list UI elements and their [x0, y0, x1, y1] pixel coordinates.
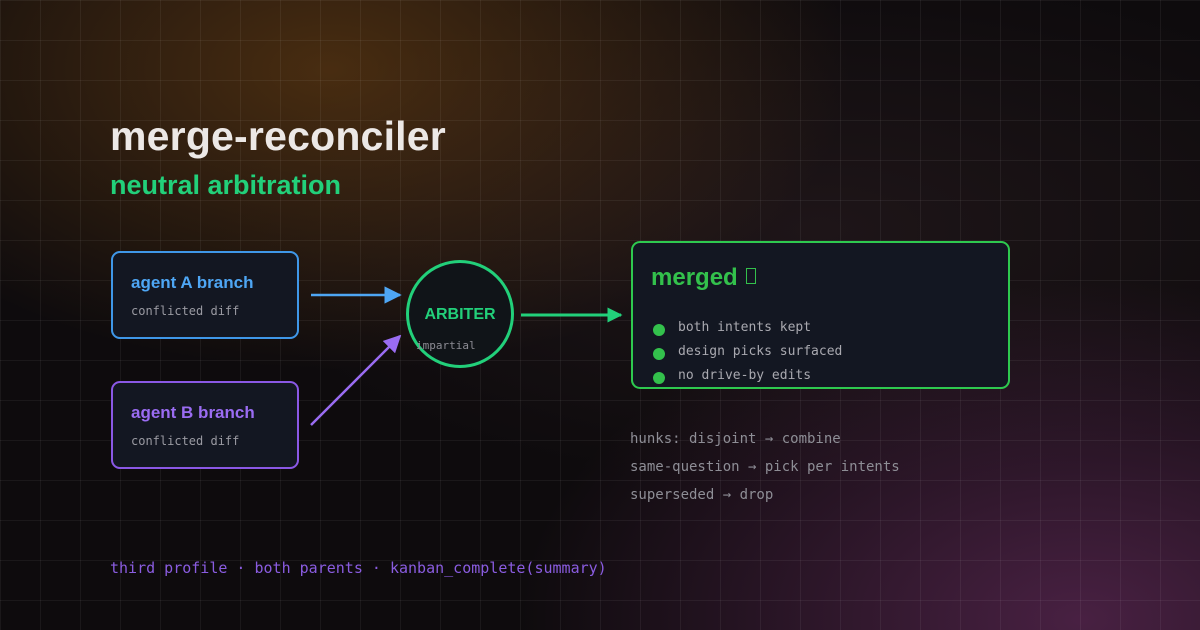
hunk-rule: same-question → pick per intents [630, 459, 900, 475]
page-subtitle: neutral arbitration [110, 170, 342, 200]
arbiter-title: ARBITER [424, 306, 496, 323]
agent-a-branch-subtitle: conflicted diff [131, 304, 240, 318]
arbiter-node: ARBITER impartial [406, 260, 514, 368]
arrow-b-to-arbiter [310, 334, 402, 426]
arbiter-subtitle: impartial [416, 339, 476, 352]
merged-outcome-item: design picks surfaced [653, 342, 842, 366]
merged-outcome-list: both intents kept design picks surfaced … [653, 318, 842, 390]
hunk-rules: hunks: disjoint → combine same-question … [630, 428, 900, 512]
merged-title: merged [651, 264, 738, 291]
merged-title-row: merged [651, 264, 756, 292]
agent-b-branch-node: agent B branch conflicted diff [111, 381, 299, 469]
agent-a-branch-title: agent A branch [131, 273, 254, 292]
box-icon [745, 268, 756, 284]
agent-a-branch-node: agent A branch conflicted diff [111, 251, 299, 339]
merged-outcome-item: no drive-by edits [653, 366, 842, 390]
merged-outcome-item: both intents kept [653, 318, 842, 342]
agent-b-branch-title: agent B branch [131, 403, 255, 422]
merged-outcome-text: both intents kept [678, 320, 812, 335]
bullet-dot-icon [653, 372, 665, 384]
bullet-dot-icon [653, 348, 665, 360]
page-title: merge-reconciler [110, 113, 446, 159]
bullet-dot-icon [653, 324, 665, 336]
merged-node: merged both intents kept design picks su… [631, 241, 1010, 389]
hunk-rule: hunks: disjoint → combine [630, 431, 841, 447]
agent-b-branch-subtitle: conflicted diff [131, 434, 240, 448]
footer-caption: third profile · both parents · kanban_co… [110, 559, 607, 577]
merged-outcome-text: no drive-by edits [678, 368, 812, 383]
hunk-rule: superseded → drop [630, 487, 774, 503]
merged-outcome-text: design picks surfaced [678, 344, 843, 359]
